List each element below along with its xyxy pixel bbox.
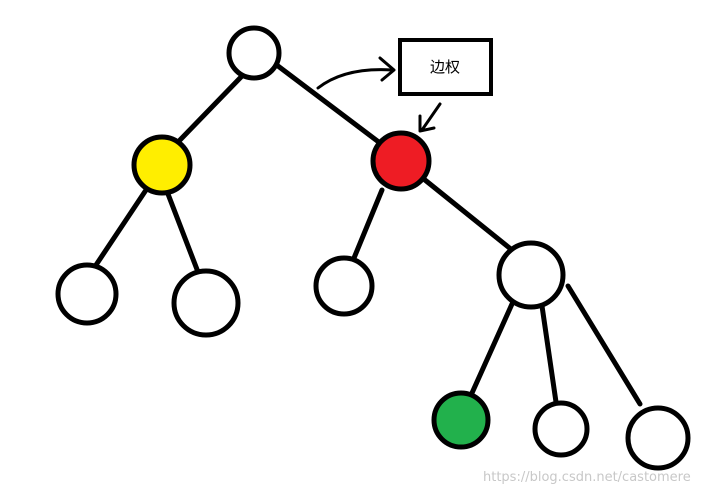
root-node — [226, 25, 282, 81]
edge-root-left — [177, 73, 245, 143]
leaf-node-4 — [532, 400, 590, 458]
leaf-node-2 — [171, 268, 241, 338]
edge-right-far — [565, 283, 643, 407]
edge-weight-box — [398, 38, 493, 96]
leaf-node-3 — [313, 255, 375, 317]
arrow-to-label-icon — [316, 56, 396, 90]
edge-root-right — [275, 63, 387, 149]
arrow-to-red-node-icon — [418, 102, 442, 133]
edge-left-leaf2 — [165, 191, 201, 275]
edge-left-leaf1 — [93, 187, 149, 268]
edge-red-right — [422, 177, 515, 253]
watermark: https://blog.csdn.net/castomere — [483, 470, 691, 485]
red-node — [370, 130, 432, 192]
leaf-node-5 — [625, 405, 691, 471]
edge-right-mid — [539, 303, 559, 405]
leaf-node-1 — [55, 262, 119, 326]
edge-weight-label: 边权 — [430, 58, 460, 76]
green-node — [431, 390, 491, 450]
edge-red-leaf — [351, 187, 385, 261]
edge-right-green — [469, 301, 515, 396]
yellow-node — [131, 134, 193, 196]
right-subtree-node — [496, 240, 566, 310]
